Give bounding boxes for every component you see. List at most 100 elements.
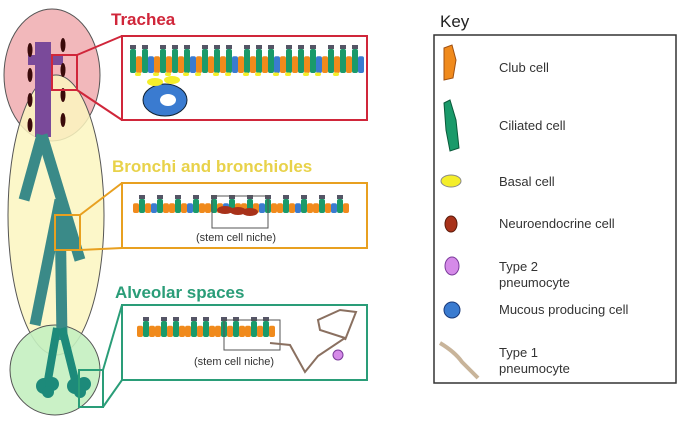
epithelial-cell xyxy=(183,72,189,76)
cilia xyxy=(256,45,262,49)
key-label-ciliated: Ciliated cell xyxy=(499,118,566,133)
epithelial-cell xyxy=(358,56,364,73)
epithelial-cell xyxy=(136,56,142,73)
epithelial-cell xyxy=(346,56,352,73)
cilia xyxy=(229,195,235,199)
epithelial-cell xyxy=(271,203,277,213)
cilia xyxy=(310,45,316,49)
epithelial-cell xyxy=(310,49,316,73)
epithelial-cell xyxy=(226,49,232,73)
key-label-type1: Type 1 pneumocyte xyxy=(499,345,570,376)
cilia xyxy=(251,317,257,321)
epithelial-cell xyxy=(142,49,148,73)
epithelial-cell xyxy=(327,73,333,77)
epithelial-cell xyxy=(255,72,261,76)
epithelial-cell xyxy=(187,203,193,213)
epithelial-cell xyxy=(167,325,173,337)
cilia xyxy=(211,195,217,199)
key-title: Key xyxy=(440,12,470,31)
epithelial-cell xyxy=(239,325,245,337)
cilia xyxy=(202,45,208,49)
cilia xyxy=(226,45,232,49)
epithelial-cell xyxy=(193,199,199,213)
cartilage-ring xyxy=(60,38,66,52)
epithelial-cell xyxy=(154,56,160,73)
epithelial-cell xyxy=(219,73,225,77)
epithelial-cell xyxy=(277,203,283,213)
epithelial-cell xyxy=(249,73,255,77)
region-title-alveolar: Alveolar spaces xyxy=(115,283,245,302)
epithelial-cell xyxy=(289,203,295,213)
epithelial-cell xyxy=(157,199,163,213)
alveolar-zoom xyxy=(78,304,368,408)
bronchi-zoom xyxy=(54,182,368,251)
epithelial-cell xyxy=(259,203,265,213)
neuroendocrine-cell xyxy=(230,207,246,215)
type2-pneumocyte xyxy=(332,349,344,361)
epithelial-cell xyxy=(328,49,334,73)
basal-cell-icon xyxy=(440,174,462,188)
cilia xyxy=(203,317,209,321)
epithelial-cell xyxy=(203,321,209,337)
epithelial-cell xyxy=(133,203,139,213)
epithelial-cell xyxy=(171,73,177,77)
key-label-club: Club cell xyxy=(499,60,549,75)
epithelial-cell xyxy=(155,325,161,337)
epithelial-cell xyxy=(316,56,322,73)
epithelial-cell xyxy=(191,321,197,337)
epithelial-cell xyxy=(201,73,207,77)
type2-pneumocyte-icon xyxy=(444,256,460,276)
cilia xyxy=(298,45,304,49)
cilia xyxy=(161,317,167,321)
key-label-mucous: Mucous producing cell xyxy=(499,302,629,317)
epithelial-cell xyxy=(315,72,321,76)
epithelial-cell xyxy=(280,56,286,73)
epithelial-cell xyxy=(340,49,346,73)
epithelial-cell xyxy=(245,325,251,337)
epithelial-cell xyxy=(178,56,184,73)
epithelial-cell xyxy=(141,73,147,77)
epithelial-cell xyxy=(225,72,231,76)
trachea-branch xyxy=(28,55,63,65)
key-label-basal: Basal cell xyxy=(499,174,555,189)
neuroendocrine-cell-icon xyxy=(444,215,458,233)
cilia xyxy=(340,45,346,49)
epithelial-cell xyxy=(149,325,155,337)
trachea-zoom xyxy=(51,35,368,121)
epithelial-cell xyxy=(261,73,267,77)
epithelial-cell xyxy=(199,203,205,213)
cilia xyxy=(184,45,190,49)
epithelial-cell xyxy=(137,325,143,337)
epithelial-cell xyxy=(227,325,233,337)
cilia xyxy=(175,195,181,199)
cilia xyxy=(283,195,289,199)
cartilage-ring xyxy=(27,118,33,132)
epithelial-cell xyxy=(267,73,273,77)
key-label-type2: Type 2 pneumocyte xyxy=(499,259,570,290)
cartilage-rings xyxy=(27,38,66,132)
epithelial-cell xyxy=(263,321,269,337)
alveoli xyxy=(36,377,91,398)
trachea-tube xyxy=(35,42,51,137)
key-box xyxy=(433,34,677,384)
cilia xyxy=(172,45,178,49)
epithelial-cell xyxy=(233,321,239,337)
type1-pneumocyte-lining xyxy=(269,308,358,374)
epithelial-cell xyxy=(232,56,238,73)
epithelial-cell xyxy=(135,72,141,76)
cilia xyxy=(143,317,149,321)
epithelial-cell xyxy=(309,73,315,77)
type1-pneumocyte-icon xyxy=(438,341,480,380)
cilia xyxy=(139,195,145,199)
epithelial-cell xyxy=(243,72,249,76)
ciliated-cell-icon xyxy=(443,99,460,152)
cartilage-ring xyxy=(60,88,66,102)
cilia xyxy=(319,195,325,199)
epithelial-cell xyxy=(250,56,256,73)
cilia xyxy=(268,45,274,49)
epithelial-cell xyxy=(153,72,159,76)
cilia xyxy=(130,45,136,49)
cartilage-ring xyxy=(27,43,33,57)
epithelial-cell xyxy=(147,73,153,77)
